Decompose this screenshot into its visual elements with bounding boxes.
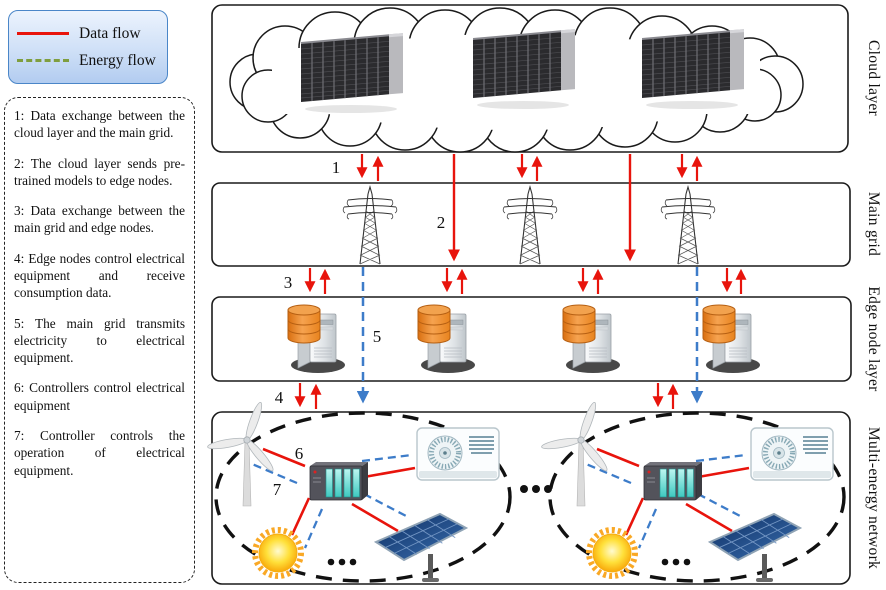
legend-row-energy-flow: Energy flow	[17, 52, 159, 70]
legend-box: Data flow Energy flow	[8, 10, 168, 84]
note-item-4: 4: Edge nodes control electrical equipme…	[14, 250, 185, 301]
notes-box: 1: Data exchange between the cloud layer…	[4, 97, 195, 583]
cloud-to-edge-arrows	[448, 154, 636, 262]
data-flow-arrows-edge-network	[294, 383, 679, 409]
legend-row-data-flow: Data flow	[17, 25, 159, 43]
legend-data-flow-label: Data flow	[79, 24, 141, 42]
flow-label-3: 3	[284, 273, 293, 292]
flow-label-7: 7	[273, 480, 282, 499]
ellipsis-dots-between-cells	[520, 485, 552, 493]
note-item-7: 7: Controller controls the operation of …	[14, 427, 185, 478]
note-item-2: 2: The cloud layer sends pre-trained mod…	[14, 155, 185, 188]
layer-label-cloud: Cloud layer	[865, 40, 882, 117]
data-flow-line-icon	[17, 32, 69, 35]
note-item-5: 5: The main grid transmits electricity t…	[14, 315, 185, 366]
data-flow-arrows-cloud-maingrid	[356, 154, 703, 181]
layer-label-main-grid: Main grid	[865, 192, 882, 256]
edge-node-layer-box	[211, 296, 852, 382]
note-item-3: 3: Data exchange between the main grid a…	[14, 203, 185, 236]
note-item-1: 1: Data exchange between the cloud layer…	[14, 108, 185, 141]
main-grid-box	[211, 182, 851, 267]
energy-flow-arrows	[356, 267, 704, 404]
flow-label-6: 6	[295, 444, 304, 463]
note-item-6: 6: Controllers control electrical equipm…	[14, 380, 185, 413]
legend-energy-flow-label: Energy flow	[79, 51, 156, 69]
energy-flow-line-icon	[17, 59, 69, 62]
data-flow-arrows-maingrid-edge	[304, 268, 747, 294]
flow-label-1: 1	[332, 158, 341, 177]
flow-label-4: 4	[275, 388, 284, 407]
multi-energy-network-box	[211, 411, 851, 585]
layer-label-edge: Edge node layer	[865, 286, 882, 392]
layer-label-multi-energy: Multi-energy network	[865, 427, 882, 569]
flow-label-5: 5	[373, 327, 382, 346]
flow-label-2: 2	[437, 213, 446, 232]
